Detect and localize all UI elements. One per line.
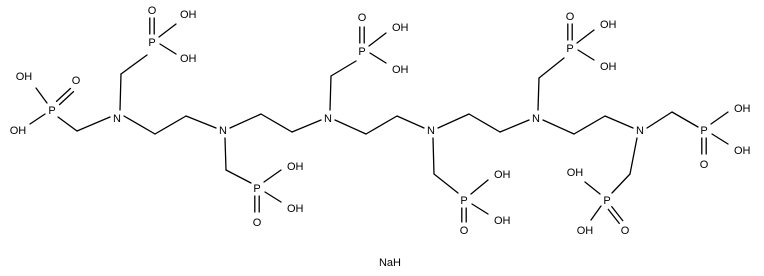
ethylene-bridge-4-bond-2 [468,113,501,133]
phosphonate-1-p-oh-bond-2 [159,43,177,55]
ethylene-bridge-3-bond-2 [365,115,398,135]
phosphonate-7-oxygen-label: O [700,159,709,171]
n6-ch2-bond-b [671,111,699,128]
ethylene-bridge-1-bond-1 [123,115,156,135]
phosphonate-2-p-o-double-bond [58,90,75,106]
ethylene-bridge-1-bond-3 [185,115,217,129]
n1-ch2-bond-c [76,116,111,132]
bond-layer [29,17,729,225]
ethylene-bridge-5-bond-3 [604,115,634,129]
phosphonate-5-p-oh-bond-2 [471,203,489,215]
n6-ch2-bond-d [611,173,631,194]
ethylene-bridge-5-bond-1 [542,119,575,135]
phosphonate-2-p-o-double-bond [55,87,72,103]
phosphonate-1-oxygen-label: O [148,5,157,17]
nitrogen-label-2: N [219,125,227,137]
counterion-label: NaH [379,257,401,269]
n1-ch2-bond-d [57,116,78,132]
phosphonate-7-hydroxyl-label-1: OH [734,103,751,115]
phosphonate-8-p-oh-bond-1 [584,181,601,195]
phosphonate-1-phosphorus-label: P [148,37,155,49]
phosphonate-8-p-o-double-bond [611,205,624,222]
phosphonate-1-p-oh-bond-1 [158,23,177,38]
nitrogen-label-5: N [532,113,540,125]
phosphonate-5-phosphorus-label: P [460,195,467,207]
n3-ch2-bond-b [330,60,357,77]
phosphonate-6-phosphorus-label: P [566,43,573,55]
n1-ch2-bond-a [119,73,122,111]
nitrogen-label-6: N [636,125,644,137]
phosphonate-4-oxygen-label: O [358,12,367,24]
ethylene-bridge-4-bond-1 [437,113,470,129]
n1-ch2-bond-b [120,54,148,75]
phosphonate-8-hydroxyl-label-2: OH [577,225,594,237]
phosphonate-4-phosphorus-label: P [358,46,365,58]
ethylene-bridge-5-bond-2 [573,115,606,135]
nitrogen-label-4: N [427,125,435,137]
phosphonate-8-p-o-double-bond [607,208,620,225]
phosphonate-8-oxygen-label: O [621,225,630,237]
phosphonate-7-hydroxyl-label-2: OH [734,145,751,157]
phosphonate-4-p-oh-bond-1 [368,32,387,47]
n4-ch2-bond-a [432,137,435,175]
phosphonate-6-hydroxyl-label-2: OH [600,61,617,73]
phosphonate-1-hydroxyl-label-1: OH [180,9,197,21]
phosphonate-2-hydroxyl-label-1: OH [16,71,33,83]
phosphonate-8-hydroxyl-label-1: OH [567,167,584,179]
ethylene-bridge-4-bond-3 [499,119,530,133]
phosphonate-6-p-oh-bond-2 [577,49,595,61]
phosphonate-3-phosphorus-label: P [253,183,260,195]
atom-label-layer: N N N N N N P O OH OH P O OH OH P O OH OH P O OH OH P O OH OH P O OH… [10,5,751,237]
n2-ch2-bond-a [224,137,227,171]
phosphonate-5-p-oh-bond-1 [470,179,489,195]
ethylene-bridge-2-bond-2 [260,113,293,133]
phosphonate-7-p-oh-bond-1 [710,111,729,125]
n3-ch2-bond-a [329,75,332,111]
n5-ch2-bond-b [538,57,565,79]
phosphonate-2-oxygen-label: O [72,75,81,87]
phosphonate-2-phosphorus-label: P [48,105,55,117]
n6-ch2-bond-c [629,137,638,175]
phosphonate-6-hydroxyl-label-1: OH [600,19,617,31]
phosphonate-3-p-oh-bond-1 [263,169,282,183]
n2-ch2-bond-b [225,169,252,184]
phosphonate-3-hydroxyl-label-2: OH [287,203,304,215]
n4-ch2-bond-b [433,173,459,194]
n5-ch2-bond-a [537,77,540,111]
phosphonate-6-oxygen-label: O [566,11,575,23]
phosphonate-1-hydroxyl-label-2: OH [180,53,197,65]
phosphonate-5-hydroxyl-label-1: OH [494,169,511,181]
nitrogen-label-1: N [113,113,121,125]
phosphonate-4-p-oh-bond-2 [369,52,387,64]
ethylene-bridge-3-bond-1 [334,119,367,135]
phosphonate-3-hydroxyl-label-1: OH [287,161,304,173]
phosphonate-5-oxygen-label: O [460,225,469,237]
ethylene-bridge-3-bond-3 [396,115,425,129]
phosphonate-3-oxygen-label: O [253,217,262,229]
phosphonate-4-hydroxyl-label-1: OH [392,22,409,34]
ethylene-bridge-1-bond-2 [154,115,187,135]
phosphonate-7-p-oh-bond-2 [711,133,729,145]
phosphonate-8-phosphorus-label: P [603,195,610,207]
n6-ch2-bond-a [646,111,673,129]
phosphonate-2-p-oh-bond-1 [35,87,48,104]
ethylene-bridge-2-bond-3 [291,119,322,133]
phosphonate-3-p-oh-bond-2 [264,191,282,203]
phosphonate-7-phosphorus-label: P [700,125,707,137]
phosphonate-2-p-oh-bond-2 [29,113,46,125]
nitrogen-label-3: N [324,113,332,125]
phosphonate-5-hydroxyl-label-2: OH [494,215,511,227]
ethylene-bridge-2-bond-1 [229,113,262,129]
phosphonate-2-hydroxyl-label-2: OH [10,125,27,137]
phosphonate-8-p-oh-bond-2 [590,205,602,221]
phosphonate-4-hydroxyl-label-2: OH [392,64,409,76]
phosphonate-6-p-oh-bond-1 [576,29,595,44]
